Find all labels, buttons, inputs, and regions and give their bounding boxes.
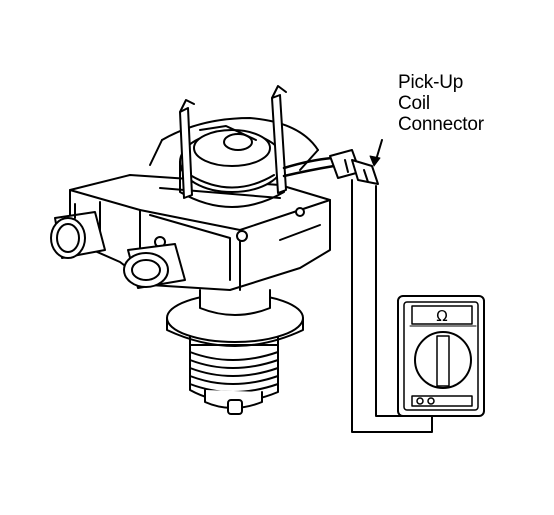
distributor	[50, 85, 379, 415]
callout-line-3: Connector	[398, 114, 484, 135]
module-connector-plug	[50, 203, 106, 259]
meter-jack-panel	[411, 395, 473, 407]
meter-dial-knob	[436, 335, 450, 387]
retaining-bracket	[149, 85, 319, 199]
pickup-lead	[282, 156, 336, 178]
multimeter: Ω	[397, 295, 485, 417]
distributor-shaft	[189, 334, 279, 415]
callout-arrowhead	[369, 155, 381, 167]
callout-label: Pick-Up Coil Connector	[398, 72, 484, 135]
callout-line-2: Coil	[398, 93, 430, 114]
harness-connector-plug	[123, 243, 186, 289]
housing-collar	[166, 289, 304, 347]
meter-com-jack	[416, 397, 424, 405]
callout-line-1: Pick-Up	[398, 72, 464, 93]
meter-v-ohm-jack	[427, 397, 435, 405]
pickup-coil-connector	[329, 149, 379, 185]
meter-ohm-symbol: Ω	[436, 307, 447, 325]
callout-leader	[375, 139, 383, 161]
pickup-coil-assembly	[161, 117, 319, 208]
meter-display	[411, 305, 473, 325]
distributor-body	[69, 174, 331, 291]
